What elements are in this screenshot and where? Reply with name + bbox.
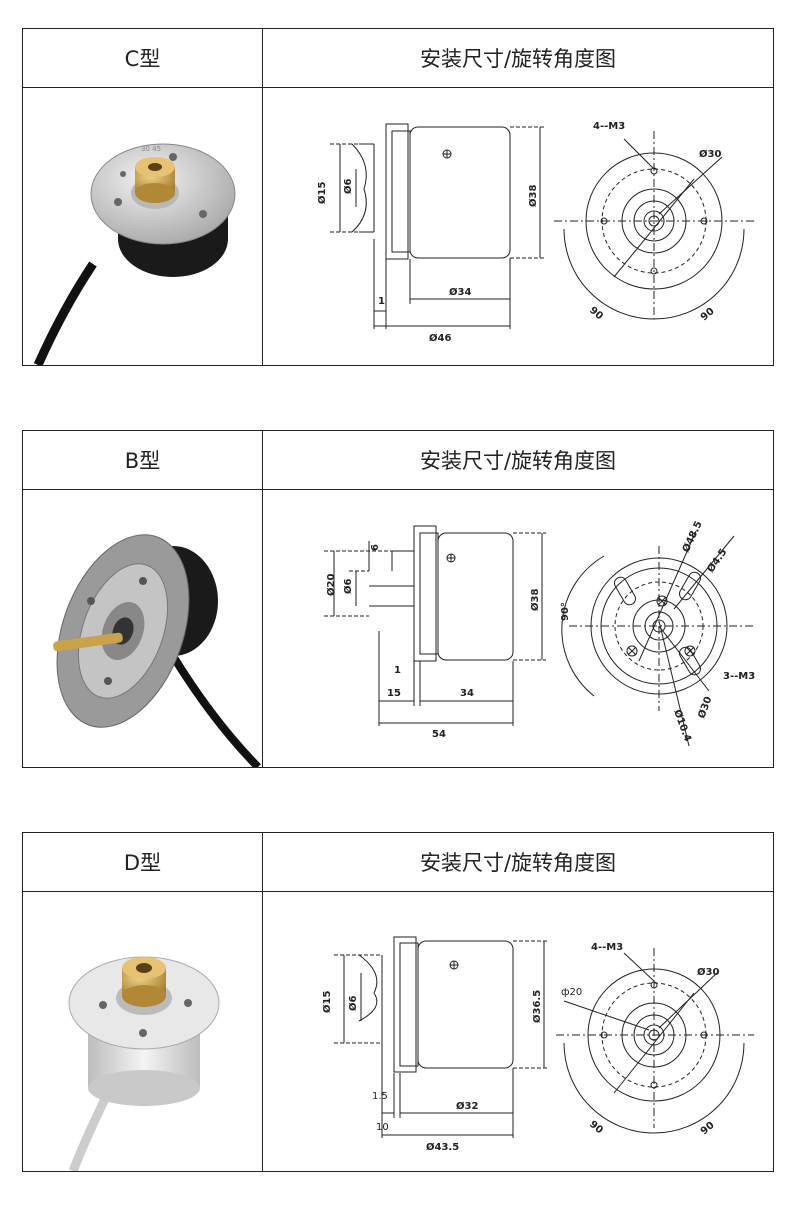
label-d30: Ø30 — [697, 966, 719, 978]
column-divider — [262, 489, 263, 767]
label-4-m3: 4--M3 — [593, 121, 625, 132]
label-10: 10 — [376, 1122, 389, 1133]
label-d46: Ø46 — [429, 332, 451, 344]
label-d30: Ø30 — [699, 148, 721, 160]
label-1: 1 — [394, 665, 401, 676]
label-d6: Ø6 — [342, 178, 354, 194]
label-1-5: 1.5 — [372, 1091, 388, 1102]
label-d34: Ø34 — [449, 286, 471, 298]
table-header: B型 安装尺寸/旋转角度图 — [23, 431, 773, 490]
column-divider — [262, 87, 263, 365]
spec-table-d: D型 安装尺寸/旋转角度图 — [22, 832, 774, 1172]
column-header: 安装尺寸/旋转角度图 — [419, 449, 617, 473]
label-34: 34 — [460, 688, 474, 699]
label-3-m3: 3--M3 — [723, 671, 755, 682]
label-d6: Ø6 — [342, 578, 354, 594]
product-photo-c: 30 45 — [23, 89, 261, 365]
label-d38: Ø38 — [529, 589, 541, 611]
label-90-deg: 90° — [560, 602, 571, 621]
label-d20: Ø20 — [325, 574, 337, 596]
column-header: 安装尺寸/旋转角度图 — [419, 47, 617, 71]
type-label: C型 — [23, 29, 263, 87]
label-d4-5: Ø4.5 — [705, 546, 730, 574]
label-1: 1 — [378, 296, 385, 307]
product-photo-d — [23, 893, 261, 1171]
label-d6: Ø6 — [347, 995, 359, 1011]
table-header: C型 安装尺寸/旋转角度图 — [23, 29, 773, 88]
label-d30: Ø30 — [696, 695, 715, 720]
label-d10-4: Ø10.4 — [671, 708, 694, 743]
label-angle-90-left: 90 — [587, 305, 605, 322]
dimension-drawing-b: 6 Ø20 Ø6 Ø38 1 15 34 54 Ø48.5 Ø4.5 90° 3… — [264, 491, 773, 767]
label-6: 6 — [370, 544, 381, 551]
table-header: D型 安装尺寸/旋转角度图 — [23, 833, 773, 892]
label-54: 54 — [432, 729, 446, 740]
label-angle-90-right: 90 — [699, 306, 717, 323]
label-angle-90-left: 90 — [587, 1119, 605, 1136]
label-d32: Ø32 — [456, 1100, 478, 1112]
column-header: 安装尺寸/旋转角度图 — [419, 851, 617, 875]
column-divider — [262, 891, 263, 1171]
spec-table-c: C型 安装尺寸/旋转角度图 30 45 — [22, 28, 774, 366]
label-phi20: ф20 — [561, 987, 582, 998]
label-d15: Ø15 — [321, 991, 333, 1013]
product-photo-b — [23, 491, 261, 767]
label-d43-5: Ø43.5 — [426, 1141, 459, 1153]
label-d38: Ø38 — [527, 185, 539, 207]
label-d15: Ø15 — [316, 182, 328, 204]
label-4-m3: 4--M3 — [591, 942, 623, 953]
label-d48-5: Ø48.5 — [680, 519, 705, 554]
dimension-drawing-d: 4--M3 ф20 Ø30 Ø15 Ø6 Ø36.5 1.5 10 Ø32 Ø4… — [264, 893, 773, 1171]
type-label: B型 — [23, 431, 263, 489]
dimension-drawing-c: 4--M3 Ø30 Ø15 Ø6 Ø38 1 Ø34 Ø46 90 90 — [264, 89, 773, 365]
label-15: 15 — [387, 688, 401, 699]
spec-table-b: B型 安装尺寸/旋转角度图 — [22, 430, 774, 768]
label-d36-5: Ø36.5 — [531, 990, 543, 1023]
svg-text:30 45: 30 45 — [141, 145, 161, 153]
label-angle-90-right: 90 — [699, 1120, 717, 1137]
type-label: D型 — [23, 833, 263, 891]
